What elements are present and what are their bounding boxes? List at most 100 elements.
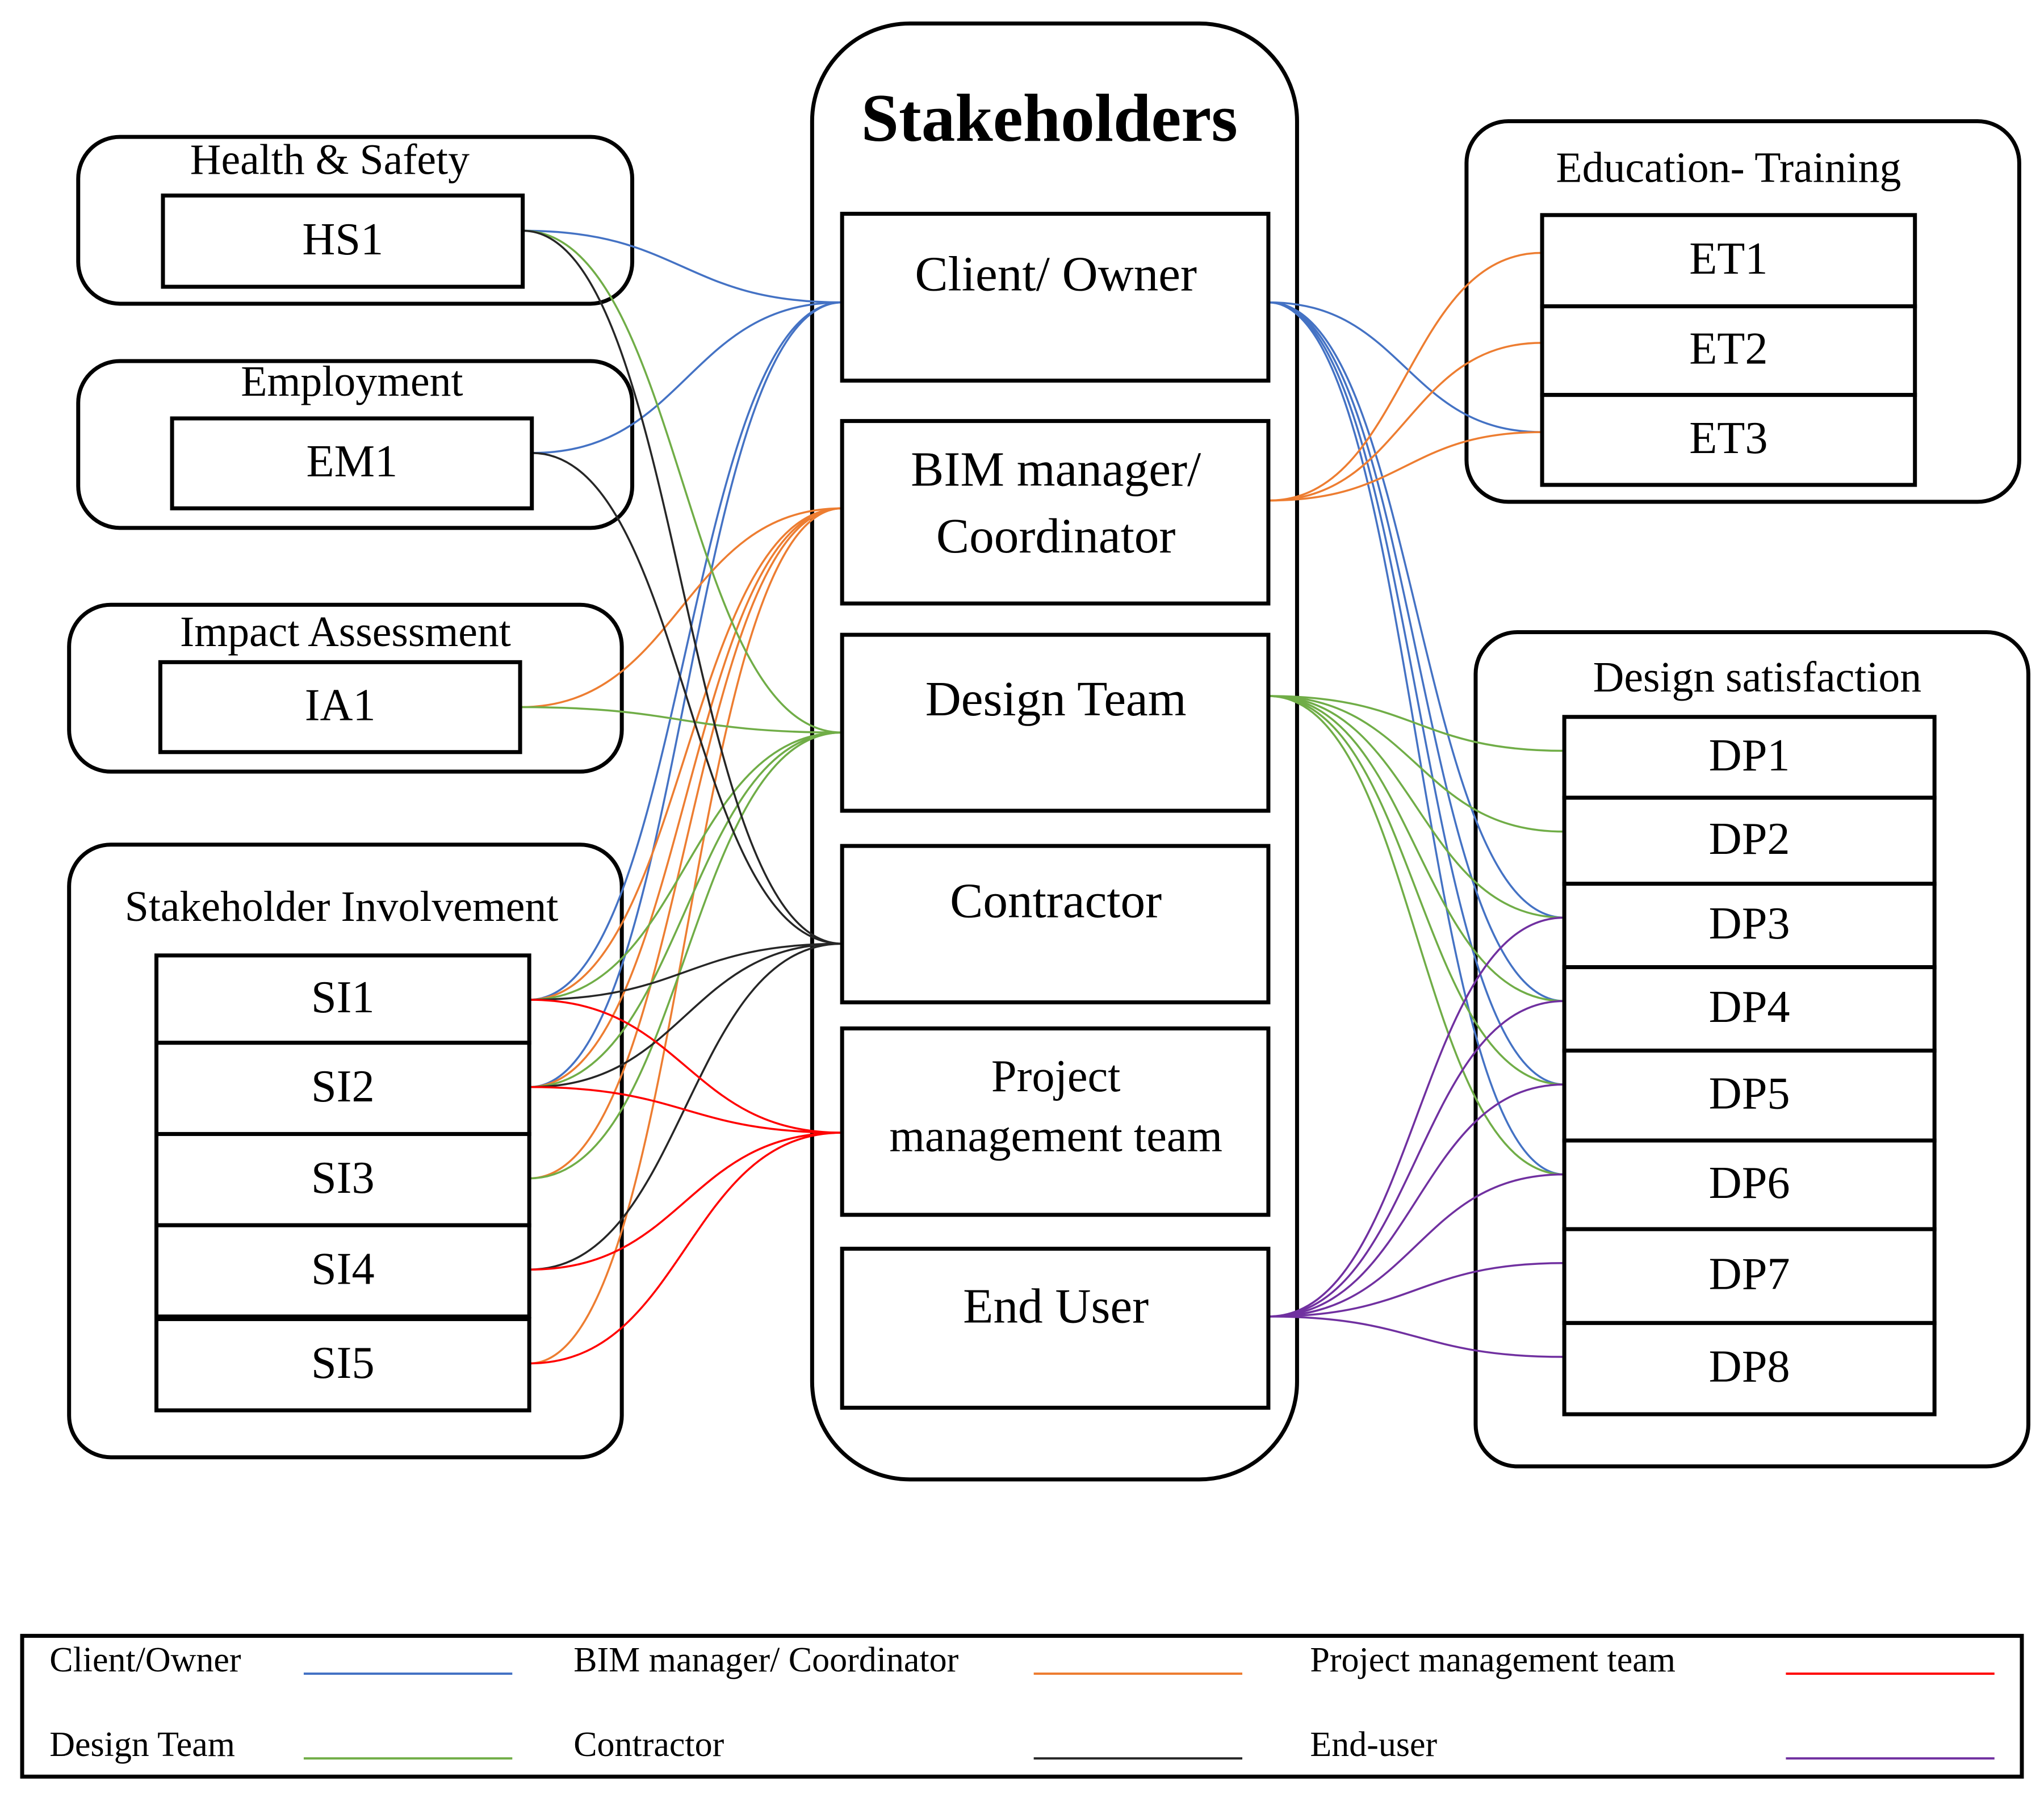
- item-box-ia1: [158, 660, 522, 755]
- item-label-dp3: DP3: [1709, 898, 1790, 949]
- stakeholder-label-client: Client/ Owner: [915, 246, 1197, 301]
- link-enduser-dp7: [1268, 1261, 1565, 1318]
- item-box-si4: [154, 1223, 531, 1319]
- link-enduser-dp5: [1268, 1083, 1565, 1318]
- legend-label-client: Client/Owner: [49, 1641, 241, 1679]
- link-pmt-si5: [529, 1131, 843, 1365]
- item-box-et3: [1540, 393, 1917, 487]
- legend-label-enduser: End-user: [1310, 1725, 1437, 1764]
- item-label-dp1: DP1: [1709, 730, 1790, 781]
- link-client-dp4: [1268, 301, 1565, 1003]
- stakeholder-box-design: [840, 632, 1271, 813]
- item-box-dp5: [1562, 1049, 1937, 1143]
- item-box-dp6: [1562, 1138, 1937, 1231]
- link-contractor-si1: [529, 942, 843, 1001]
- item-label-dp7: DP7: [1709, 1249, 1790, 1300]
- item-label-dp6: DP6: [1709, 1158, 1790, 1208]
- link-client-dp3: [1268, 301, 1565, 919]
- link-bim-et1: [1268, 252, 1543, 502]
- item-box-et2: [1540, 304, 1917, 397]
- item-label-em1: EM1: [307, 436, 398, 487]
- item-label-si3: SI3: [311, 1152, 375, 1203]
- link-bim-si3: [529, 507, 843, 1180]
- item-label-ia1: IA1: [305, 680, 376, 731]
- link-client-et3: [1268, 301, 1543, 433]
- link-pmt-si2: [529, 1086, 843, 1134]
- link-design-dp3: [1268, 695, 1565, 919]
- item-label-hs1: HS1: [302, 214, 383, 265]
- item-label-et3: ET3: [1689, 413, 1767, 463]
- stakeholder-box-enduser: [840, 1246, 1271, 1410]
- link-enduser-dp4: [1268, 1000, 1565, 1318]
- link-design-dp2: [1268, 695, 1565, 833]
- link-pmt-si1: [529, 999, 843, 1134]
- link-design-hs1: [522, 229, 843, 734]
- group-title-em: Employment: [241, 358, 463, 405]
- group-title-si: Stakeholder Involvement: [125, 883, 559, 931]
- link-design-si3: [529, 731, 843, 1180]
- item-box-si2: [154, 1041, 531, 1136]
- link-enduser-dp8: [1268, 1315, 1565, 1358]
- link-client-dp5: [1268, 301, 1565, 1085]
- item-label-si5: SI5: [311, 1338, 375, 1388]
- stakeholder-box-client: [840, 212, 1271, 383]
- link-client-si1: [529, 301, 843, 1001]
- group-title-ia: Impact Assessment: [180, 608, 511, 656]
- link-bim-ia1: [520, 507, 843, 709]
- item-label-si4: SI4: [311, 1244, 375, 1294]
- item-label-si2: SI2: [311, 1061, 375, 1112]
- item-label-dp8: DP8: [1709, 1342, 1790, 1392]
- item-label-dp5: DP5: [1709, 1068, 1790, 1119]
- legend-label-contractor: Contractor: [573, 1725, 724, 1764]
- legend-label-bim: BIM manager/ Coordinator: [573, 1641, 958, 1679]
- link-bim-si5: [529, 507, 843, 1365]
- link-design-dp1: [1268, 695, 1565, 752]
- group-title-et: Education- Training: [1556, 144, 1901, 191]
- stakeholder-box-bim: [840, 419, 1271, 606]
- stakeholder-label-enduser: End User: [963, 1279, 1149, 1334]
- link-client-hs1: [522, 229, 843, 304]
- legend-label-design: Design Team: [49, 1725, 235, 1764]
- item-label-dp2: DP2: [1709, 814, 1790, 864]
- item-label-et1: ET1: [1689, 233, 1767, 284]
- legend-box: [20, 1633, 2024, 1779]
- link-design-dp6: [1268, 695, 1565, 1176]
- stakeholder-box-pmt: [840, 1026, 1271, 1217]
- link-design-ia1: [520, 706, 843, 734]
- link-enduser-dp3: [1268, 916, 1565, 1318]
- item-box-dp4: [1562, 965, 1937, 1053]
- stakeholders-title: Stakeholders: [861, 81, 1238, 156]
- stakeholder-label-pmt-1: Project: [991, 1051, 1121, 1101]
- link-contractor-si4: [529, 942, 843, 1271]
- link-design-dp4: [1268, 695, 1565, 1003]
- item-label-et2: ET2: [1689, 324, 1767, 374]
- group-title-hs: Health & Safety: [190, 136, 470, 184]
- stakeholder-label-pmt-2: management team: [889, 1110, 1222, 1161]
- item-box-dp1: [1562, 715, 1937, 800]
- link-bim-si1: [529, 507, 843, 1001]
- link-bim-si2: [529, 507, 843, 1088]
- link-design-si2: [529, 731, 843, 1088]
- stakeholder-label-contractor: Contractor: [950, 873, 1162, 928]
- stakeholder-label-design: Design Team: [925, 671, 1187, 726]
- link-client-em1: [531, 301, 843, 454]
- link-bim-et3: [1268, 431, 1543, 502]
- link-bim-et2: [1268, 342, 1543, 502]
- item-box-dp8: [1562, 1321, 1937, 1416]
- group-title-dp: Design satisfaction: [1593, 653, 1922, 701]
- stakeholder-label-bim-1: BIM manager/: [911, 442, 1201, 497]
- link-design-dp5: [1268, 695, 1565, 1085]
- item-label-dp4: DP4: [1709, 982, 1790, 1032]
- link-client-dp6: [1268, 301, 1565, 1176]
- item-label-si1: SI1: [311, 972, 375, 1022]
- stakeholder-label-bim-2: Coordinator: [936, 508, 1176, 563]
- item-box-et1: [1540, 213, 1917, 309]
- item-box-hs1: [161, 193, 525, 289]
- item-box-si5: [154, 1317, 531, 1413]
- item-box-em1: [170, 416, 534, 510]
- link-contractor-hs1: [522, 229, 843, 945]
- link-contractor-em1: [531, 452, 843, 945]
- link-contractor-si2: [529, 942, 843, 1088]
- link-pmt-si4: [529, 1131, 843, 1271]
